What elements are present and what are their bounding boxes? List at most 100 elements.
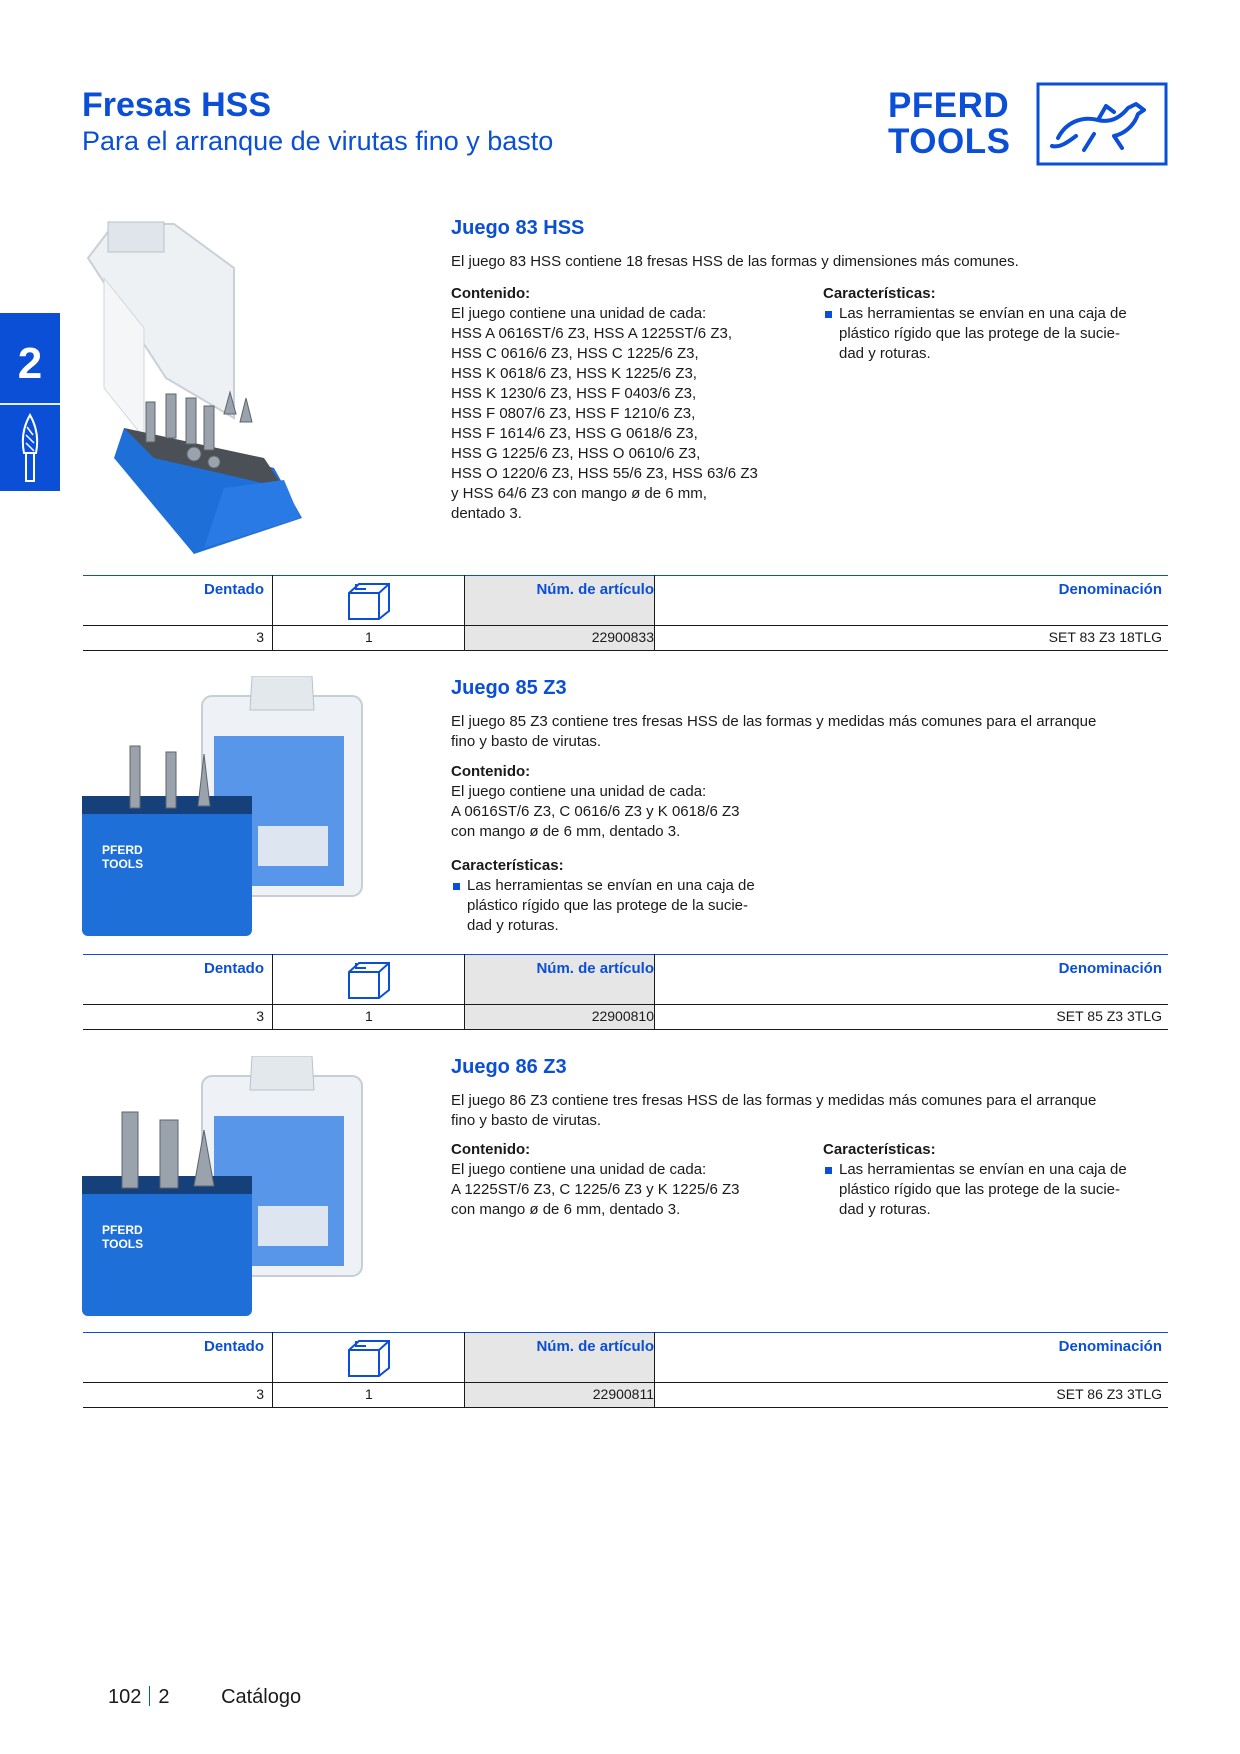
footer-separator (149, 1686, 151, 1706)
contenido-line: El juego contiene una unidad de cada: (451, 305, 707, 322)
section-description-83: El juego 83 HSS contiene 18 fresas HSS d… (451, 253, 1019, 270)
cell-denominacion: SET 86 Z3 3TLG (1056, 1386, 1162, 1402)
col-divider (464, 1332, 465, 1408)
product-table-85: Dentado Núm. de artículo Denominación 3 … (83, 954, 1168, 1032)
contenido-line: dentado 3. (451, 505, 522, 522)
table-mid-rule (83, 1382, 1168, 1383)
caracteristicas-line: Las herramientas se envían en una caja d… (467, 877, 755, 894)
cell-pack: 1 (365, 1386, 373, 1402)
caracteristicas-line: dad y roturas. (839, 1201, 931, 1218)
section-description-85: El juego 85 Z3 contiene tres fresas HSS … (451, 712, 1166, 752)
cell-articulo[interactable]: 22900811 (592, 1386, 654, 1402)
svg-text:PFERD: PFERD (102, 843, 143, 857)
product-image-set-86: PFERD TOOLS (82, 1056, 363, 1316)
caracteristicas-line: plástico rígido que las protege de la su… (467, 897, 749, 914)
footer-label: Catálogo (221, 1686, 302, 1708)
contenido-line: HSS G 1225/6 Z3, HSS O 0610/6 Z3, (451, 445, 701, 462)
table-bottom-rule (83, 1029, 1168, 1030)
page-number: 102 (108, 1686, 142, 1708)
contenido-line: HSS F 0807/6 Z3, HSS F 1210/6 Z3, (451, 405, 696, 422)
cell-dentado: 3 (256, 629, 264, 645)
cell-pack: 1 (365, 1008, 373, 1024)
th-articulo: Núm. de artículo (536, 1338, 654, 1355)
caracteristicas-line: plástico rígido que las protege de la su… (839, 1181, 1121, 1198)
table-bottom-rule (83, 650, 1168, 651)
description-line: fino y basto de virutas. (451, 733, 602, 750)
cell-pack: 1 (365, 629, 373, 645)
svg-text:TOOLS: TOOLS (102, 1237, 143, 1251)
cell-denominacion: SET 83 Z3 18TLG (1048, 629, 1162, 645)
contenido-line: HSS K 1230/6 Z3, HSS F 0403/6 Z3, (451, 385, 697, 402)
th-articulo: Núm. de artículo (536, 581, 654, 598)
col-divider (654, 1332, 655, 1408)
cell-dentado: 3 (256, 1386, 264, 1402)
th-denominacion: Denominación (1058, 960, 1162, 977)
table-top-rule (83, 1332, 1168, 1333)
th-denominacion: Denominación (1058, 1338, 1162, 1355)
col-divider (272, 575, 273, 651)
col-divider (464, 575, 465, 651)
cell-dentado: 3 (256, 1008, 264, 1024)
contenido-line: y HSS 64/6 Z3 con mango ø de 6 mm, (451, 485, 707, 502)
chapter-tab[interactable]: 2 (0, 313, 60, 491)
table-top-rule (83, 954, 1168, 955)
description-line: El juego 86 Z3 contiene tres fresas HSS … (451, 1092, 1097, 1109)
contenido-line: HSS F 1614/6 Z3, HSS G 0618/6 Z3, (451, 425, 698, 442)
col-divider (272, 1332, 273, 1408)
chapter-number: 2 (17, 339, 43, 388)
description-line: fino y basto de virutas. (451, 1112, 602, 1129)
contenido-line: HSS K 0618/6 Z3, HSS K 1225/6 Z3, (451, 365, 697, 382)
caracteristicas-line: dad y roturas. (839, 345, 931, 362)
caracteristicas-bullet: Las herramientas se envían en una caja d… (823, 1160, 1168, 1220)
cell-articulo[interactable]: 22900810 (591, 1008, 654, 1024)
contenido-label: Contenido: (451, 285, 531, 302)
product-image-set-83 (86, 221, 302, 554)
caracteristicas-line: Las herramientas se envían en una caja d… (839, 305, 1127, 322)
svg-text:PFERD: PFERD (102, 1223, 143, 1237)
caracteristicas-line: dad y roturas. (467, 917, 559, 934)
page-subtitle: Para el arranque de virutas fino y basto (82, 126, 554, 156)
contenido-line: El juego contiene una unidad de cada: (451, 1161, 707, 1178)
table-top-rule (83, 575, 1168, 576)
th-denominacion: Denominación (1058, 581, 1162, 598)
table-shade (465, 955, 654, 1029)
contenido-label: Contenido: (451, 763, 531, 780)
contenido-line: HSS O 1220/6 Z3, HSS 55/6 Z3, HSS 63/6 Z… (451, 465, 758, 482)
caracteristicas-block-86: Características: Las herramientas se env… (823, 1140, 1168, 1220)
col-divider (464, 954, 465, 1030)
caracteristicas-label: Características: (823, 1141, 936, 1158)
caracteristicas-bullet: Las herramientas se envían en una caja d… (823, 304, 1168, 364)
contenido-block-86: Contenido: El juego contiene una unidad … (451, 1140, 811, 1220)
contenido-line: con mango ø de 6 mm, dentado 3. (451, 823, 681, 840)
contenido-block-83: Contenido: El juego contiene una unidad … (451, 284, 811, 524)
contenido-block-85: Contenido: El juego contiene una unidad … (451, 762, 811, 842)
caracteristicas-line: plástico rígido que las protege de la su… (839, 325, 1121, 342)
product-image-set-85: PFERD TOOLS (82, 676, 363, 936)
cell-articulo[interactable]: 22900833 (591, 629, 654, 645)
package-box-icon (348, 583, 390, 620)
bullet-square-icon (453, 883, 460, 890)
contenido-line: A 1225ST/6 Z3, C 1225/6 Z3 y K 1225/6 Z3 (451, 1181, 740, 1198)
caracteristicas-block-83: Características: Las herramientas se env… (823, 284, 1168, 364)
contenido-label: Contenido: (451, 1141, 531, 1158)
logo-text-line1: PFERD (888, 86, 1010, 125)
contenido-line: con mango ø de 6 mm, dentado 3. (451, 1201, 681, 1218)
table-bottom-rule (83, 1407, 1168, 1408)
horse-emblem-icon (1036, 82, 1168, 166)
table-shade (465, 576, 654, 650)
contenido-line: HSS A 0616ST/6 Z3, HSS A 1225ST/6 Z3, (451, 325, 732, 342)
table-mid-rule (83, 625, 1168, 626)
section-title-86: Juego 86 Z3 (451, 1056, 567, 1078)
tab-divider (0, 403, 60, 405)
page-title: Fresas HSS (82, 86, 271, 124)
product-table-83: Dentado Núm. de artículo Denominación 3 … (83, 575, 1168, 653)
table-shade (465, 1333, 654, 1407)
section-description-86: El juego 86 Z3 contiene tres fresas HSS … (451, 1091, 1166, 1131)
package-box-icon (348, 962, 390, 999)
th-dentado: Dentado (204, 960, 264, 977)
caracteristicas-label: Características: (823, 285, 936, 302)
package-box-icon (348, 1340, 390, 1377)
footer-chapter: 2 (158, 1686, 170, 1708)
cell-denominacion: SET 85 Z3 3TLG (1056, 1008, 1162, 1024)
contenido-line: A 0616ST/6 Z3, C 0616/6 Z3 y K 0618/6 Z3 (451, 803, 740, 820)
